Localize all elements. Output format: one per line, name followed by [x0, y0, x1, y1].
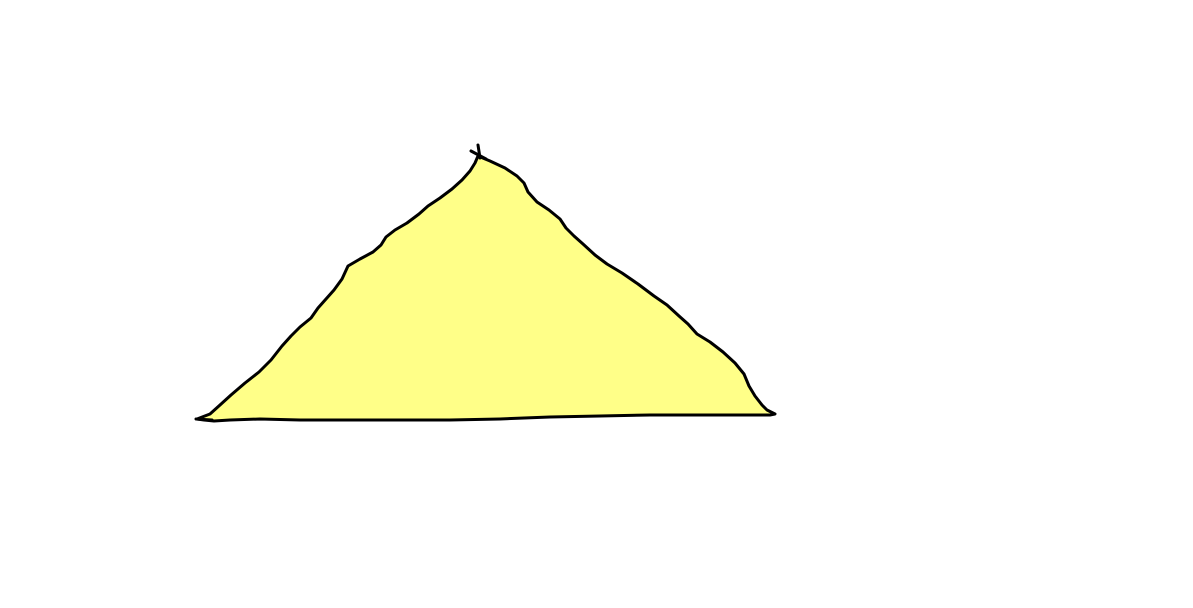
- hand-drawn-triangle[interactable]: [195, 154, 777, 423]
- triangle-base-overshoot: [194, 417, 214, 422]
- triangle-apex-tick: [469, 143, 488, 161]
